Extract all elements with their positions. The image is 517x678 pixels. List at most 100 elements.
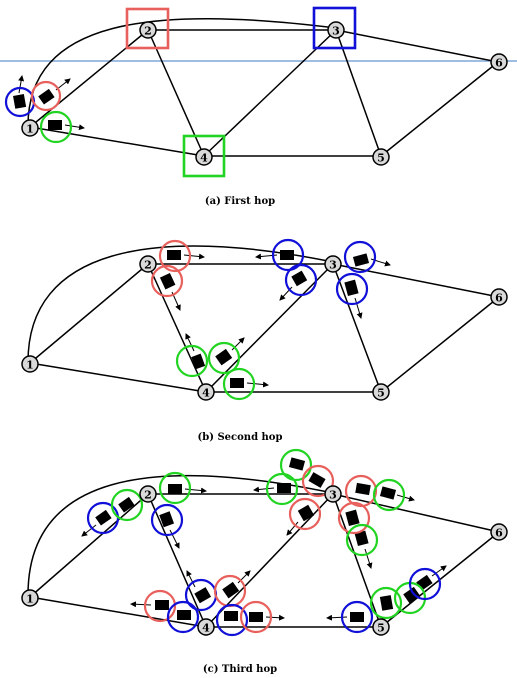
green-ring	[207, 341, 241, 375]
packet-icon	[130, 600, 169, 610]
packet-icon	[230, 378, 269, 388]
red-ring	[288, 497, 322, 531]
blue-ring	[271, 238, 305, 272]
packet-icon	[13, 75, 27, 109]
node-label: 3	[329, 259, 337, 272]
edge-3-5	[332, 493, 382, 628]
packet-icon	[308, 472, 326, 488]
red-ring	[143, 589, 177, 623]
packet-icon	[118, 496, 135, 513]
node-5: 5	[372, 383, 390, 401]
node-label: 2	[144, 25, 152, 38]
node-label: 2	[144, 489, 152, 502]
node-2: 2	[139, 485, 157, 503]
red-ring	[344, 474, 378, 508]
node-label: 2	[144, 259, 152, 272]
edge-1-3-arc	[27, 17, 337, 127]
node-3: 3	[324, 255, 342, 273]
edge-2-4	[147, 493, 207, 628]
packet-icon	[379, 595, 394, 611]
red-ring	[239, 600, 273, 634]
blue-ring	[284, 263, 318, 297]
node-label: 3	[329, 489, 337, 502]
packet-icon	[159, 511, 180, 549]
blue-ring	[335, 272, 369, 306]
red-ring	[337, 501, 371, 535]
node-3: 3	[327, 21, 345, 39]
node-label: 6	[495, 57, 503, 70]
edge-3-6	[332, 263, 500, 298]
edge-1-4	[29, 126, 205, 157]
packet-icon	[379, 486, 415, 502]
node-label: 4	[200, 152, 208, 165]
red-ring	[301, 464, 335, 498]
packet-icon	[352, 253, 391, 267]
panel-second-hop: 1 2 3 4 5 6 (b) Second hop	[21, 238, 508, 443]
packet-icon	[168, 484, 207, 494]
node-4: 4	[195, 148, 213, 166]
packet-icon	[354, 530, 373, 569]
packet-icon	[224, 611, 238, 621]
node-6: 6	[490, 523, 508, 541]
green-square-marker	[182, 134, 226, 178]
green-ring	[175, 344, 209, 378]
node-label: 5	[377, 152, 385, 165]
packet-icon	[186, 570, 212, 604]
node-label: 1	[26, 593, 34, 606]
green-ring	[345, 523, 379, 557]
blue-ring	[166, 600, 200, 634]
blue-ring	[340, 600, 374, 634]
red-ring	[158, 239, 192, 273]
edge-5-6	[380, 61, 499, 157]
node-2: 2	[139, 21, 157, 39]
packet-icon	[167, 250, 205, 260]
node-5: 5	[372, 148, 390, 166]
red-ring	[30, 80, 62, 112]
caption-third-hop: (c) Third hop	[203, 664, 277, 675]
green-ring	[369, 586, 403, 620]
node-4: 4	[197, 383, 215, 401]
node-label: 4	[202, 387, 210, 400]
red-ring	[150, 264, 184, 298]
node-6: 6	[490, 288, 508, 306]
green-ring	[372, 478, 406, 512]
packet-icon	[177, 610, 191, 620]
packet-icon	[249, 612, 285, 622]
caption-second-hop: (b) Second hop	[198, 432, 283, 443]
node-6: 6	[490, 53, 508, 71]
node-1: 1	[21, 589, 39, 607]
blue-ring	[150, 503, 184, 537]
green-ring	[158, 471, 192, 505]
node-label: 1	[26, 359, 34, 372]
packet-icon	[48, 120, 85, 131]
edge-4-3	[203, 29, 337, 157]
node-label: 3	[332, 25, 340, 38]
green-ring	[279, 448, 313, 482]
blue-ring	[343, 240, 377, 274]
packet-icon	[355, 482, 371, 496]
panel-first-hop: 1 2 3 4 5 6 (a) First hop	[0, 6, 517, 207]
red-square-marker	[125, 7, 170, 50]
edge-1-4	[29, 596, 207, 628]
packet-icon	[326, 612, 364, 622]
node-label: 1	[26, 123, 34, 136]
edge-1-3-arc	[27, 245, 334, 363]
packet-icon	[253, 483, 291, 493]
edge-3-5	[335, 29, 382, 157]
edge-2-4	[147, 263, 207, 393]
packet-icon	[344, 279, 363, 319]
edge-3-6	[332, 493, 500, 533]
node-label: 5	[377, 387, 385, 400]
blue-square-marker	[312, 6, 357, 50]
panel-third-hop: 1 2 3 4 5 6 (c) Third hop	[21, 448, 508, 675]
packet-icon	[288, 457, 306, 471]
packet-icon	[286, 504, 315, 536]
node-5: 5	[372, 618, 390, 636]
green-ring	[222, 367, 256, 401]
packet-icon	[185, 333, 206, 370]
edge-4-3	[205, 263, 334, 393]
node-3: 3	[324, 485, 342, 503]
packet-icon	[403, 586, 421, 604]
node-2: 2	[139, 255, 157, 273]
